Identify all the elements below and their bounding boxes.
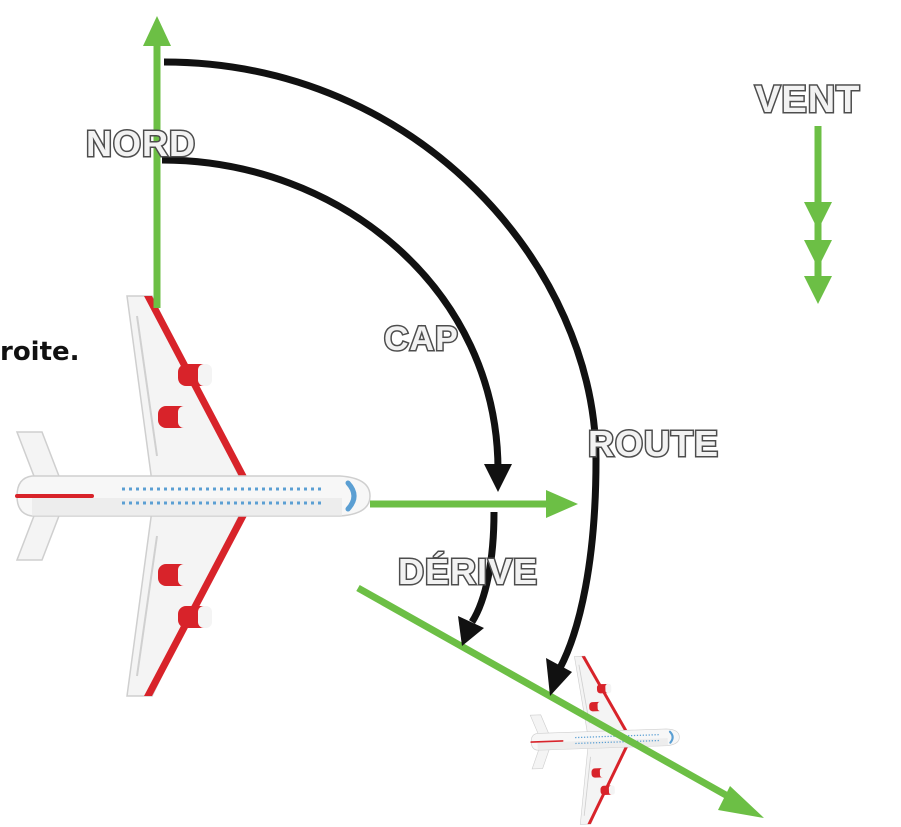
heading-label: CAP bbox=[384, 320, 459, 358]
cropped-text-fragment: roite. bbox=[0, 337, 80, 367]
drift-label: DÉRIVE bbox=[398, 551, 538, 592]
north-label: NORD bbox=[86, 123, 196, 164]
heading-arc bbox=[161, 156, 512, 492]
track-vector bbox=[356, 584, 764, 818]
drift-arc bbox=[458, 511, 498, 646]
north-vector bbox=[143, 16, 171, 308]
wind-label: VENT bbox=[755, 79, 860, 121]
track-arc bbox=[163, 58, 600, 696]
wind-vector bbox=[804, 126, 832, 304]
heading-vector bbox=[370, 490, 578, 518]
track-label: ROUTE bbox=[588, 423, 719, 464]
